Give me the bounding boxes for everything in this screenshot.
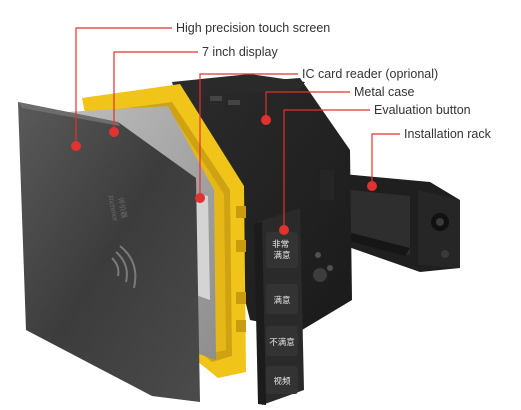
leader-display	[113, 51, 198, 132]
evaluation-button-4[interactable]: 视频	[266, 366, 298, 394]
evaluation-button-3[interactable]: 不满意	[266, 326, 298, 356]
label-metal-case: Metal case	[354, 85, 414, 99]
nfc-icon	[111, 245, 137, 289]
leader-lines	[75, 27, 400, 230]
label-evaluation-button: Evaluation button	[374, 103, 471, 117]
dot-metal-case	[261, 115, 271, 125]
label-installation-rack: Installation rack	[404, 127, 492, 141]
evaluation-button-2-label: 满意	[273, 295, 290, 306]
leader-evaluation-button	[283, 109, 370, 230]
leader-metal-case	[265, 91, 350, 120]
label-touch-screen: High precision touch screen	[176, 21, 330, 35]
dot-evaluation-button	[279, 225, 289, 235]
evaluation-button-2[interactable]: 满意	[266, 284, 298, 314]
dot-ic-card-reader	[195, 193, 205, 203]
evaluation-button-1[interactable]: 非常 满意	[266, 232, 298, 268]
dot-installation-rack	[367, 181, 377, 191]
dot-touch-screen	[71, 141, 81, 151]
leader-installation-rack	[371, 133, 400, 186]
leader-touch-screen	[75, 27, 172, 146]
leader-ic-card-reader	[199, 73, 298, 198]
touch-screen-glass: Richmor 评价器	[18, 102, 200, 402]
evaluation-button-4-label: 视频	[273, 376, 291, 387]
evaluation-button-3-label: 不满意	[269, 337, 295, 348]
label-ic-card-reader: IC card reader (oprional)	[302, 67, 438, 81]
dot-display	[109, 127, 119, 137]
callout-dots	[71, 115, 377, 235]
evaluation-button-panel: 非常 满意 满意 不满意 视频	[254, 208, 304, 405]
callout-labels: High precision touch screen 7 inch displ…	[176, 21, 492, 141]
label-display: 7 inch display	[202, 45, 278, 59]
evaluation-button-1-label: 非常 满意	[272, 239, 292, 261]
